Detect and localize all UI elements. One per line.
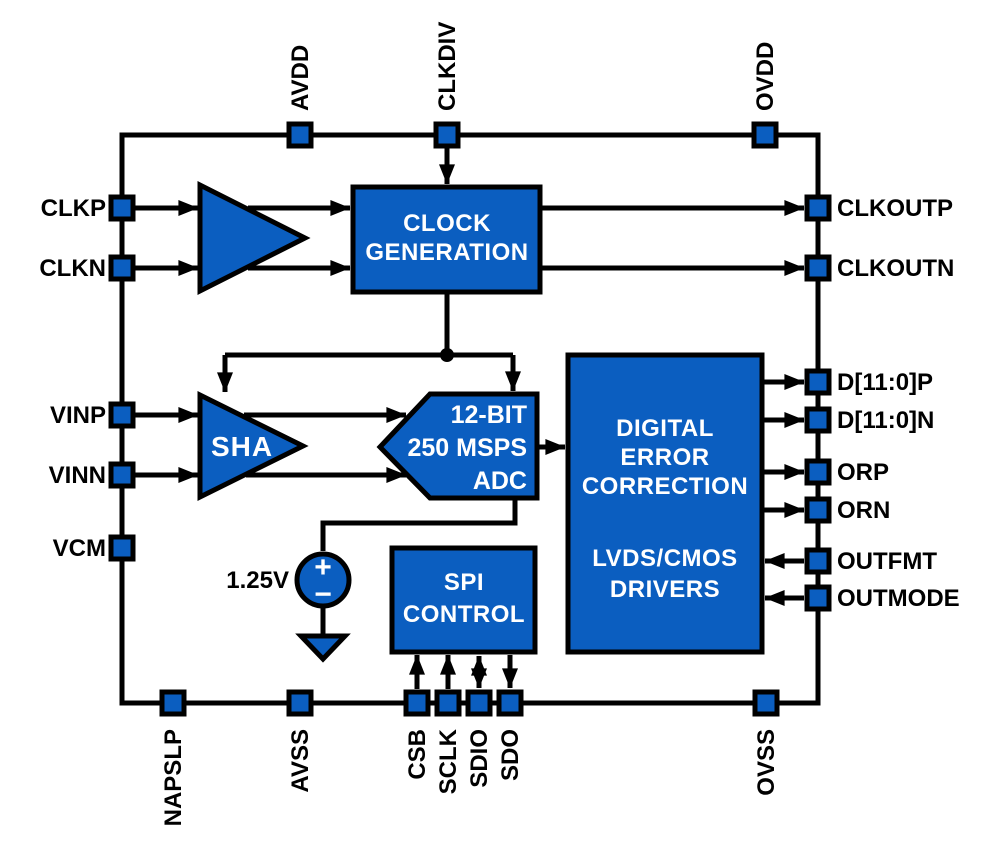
pin-label-csb: CSB — [404, 729, 431, 780]
pin-label-avdd: AVDD — [287, 45, 314, 111]
pin-ovdd — [751, 121, 779, 149]
pin-label-ovdd: OVDD — [752, 42, 779, 111]
pin-clkn — [108, 254, 136, 282]
pin-label-sdio: SDIO — [466, 729, 493, 788]
pin-vinn — [108, 461, 136, 489]
pin-clkp — [108, 194, 136, 222]
pin-label-napslp: NAPSLP — [160, 729, 187, 826]
pin-label-clkoutp: CLKOUTP — [837, 195, 953, 222]
dec-label-line5: DRIVERS — [610, 576, 720, 603]
adc-label-line2: 250 MSPS — [407, 434, 527, 462]
pin-clkdiv — [433, 121, 461, 149]
pin-d110p — [804, 368, 832, 396]
pin-label-clkn: CLKN — [39, 255, 106, 282]
adc-block — [376, 391, 540, 501]
minus-icon: − — [314, 578, 332, 611]
digital-error-correction-block — [565, 352, 765, 655]
clock-generation-label-line1: CLOCK — [403, 210, 491, 237]
pin-orn — [804, 496, 832, 524]
pin-label-sclk: SCLK — [435, 728, 462, 794]
pin-label-avss: AVSS — [287, 729, 314, 793]
pin-outmode — [804, 584, 832, 612]
ground-symbol-icon — [295, 633, 351, 663]
pin-avss — [286, 689, 314, 717]
wire-reference-to-adc — [320, 498, 518, 551]
pin-napslp — [159, 689, 187, 717]
pin-label-ovss: OVSS — [753, 729, 780, 796]
pin-d110n — [804, 406, 832, 434]
pin-clkoutp — [804, 194, 832, 222]
pin-label-vinp: VINP — [50, 402, 106, 429]
pin-label-clkp: CLKP — [41, 195, 106, 222]
pin-orp — [804, 458, 832, 486]
pin-vinp — [108, 401, 136, 429]
dec-label-line1: DIGITAL — [616, 415, 714, 442]
pin-label-orp: ORP — [837, 459, 889, 486]
pin-sdo — [496, 689, 524, 717]
pin-outfmt — [804, 547, 832, 575]
pin-label-clkdiv: CLKDIV — [434, 22, 461, 111]
pin-sclk — [434, 689, 462, 717]
voltage-source-symbol — [294, 551, 352, 609]
pin-clkoutn — [804, 254, 832, 282]
pin-csb — [403, 689, 431, 717]
voltage-reference-label: 1.25V — [226, 567, 289, 594]
sha-block — [197, 390, 309, 502]
plus-icon: + — [314, 551, 332, 584]
pin-label-vcm: VCM — [53, 535, 106, 562]
clock-generation-label-line2: GENERATION — [365, 239, 528, 266]
pin-label-sdo: SDO — [497, 729, 524, 781]
pin-label-clkoutn: CLKOUTN — [837, 255, 954, 282]
pin-label-vinn: VINN — [49, 462, 106, 489]
pin-label-d110p: D[11:0]P — [837, 369, 933, 396]
spi-control-label-line2: CONTROL — [403, 601, 525, 628]
dec-label-line4: LVDS/CMOS — [592, 545, 737, 572]
pin-label-outmode: OUTMODE — [837, 585, 960, 612]
clock-buffer-amplifier — [197, 180, 311, 296]
pin-label-outfmt: OUTFMT — [837, 548, 937, 575]
spi-control-block — [389, 545, 538, 655]
dec-label-line3: CORRECTION — [582, 473, 748, 500]
sha-label: SHA — [211, 431, 273, 462]
pin-ovss — [752, 689, 780, 717]
spi-control-label-line1: SPI — [444, 569, 484, 596]
pin-sdio — [465, 689, 493, 717]
adc-label-line3: ADC — [473, 467, 527, 495]
pin-vcm — [108, 534, 136, 562]
pin-label-d110n: D[11:0]N — [837, 407, 934, 434]
clock-generation-block — [350, 184, 543, 295]
wire-junction-dot — [440, 348, 454, 362]
dec-label-line2: ERROR — [620, 444, 709, 471]
pin-label-orn: ORN — [837, 497, 890, 524]
adc-label-line1: 12-BIT — [451, 401, 527, 429]
pin-avdd — [286, 121, 314, 149]
